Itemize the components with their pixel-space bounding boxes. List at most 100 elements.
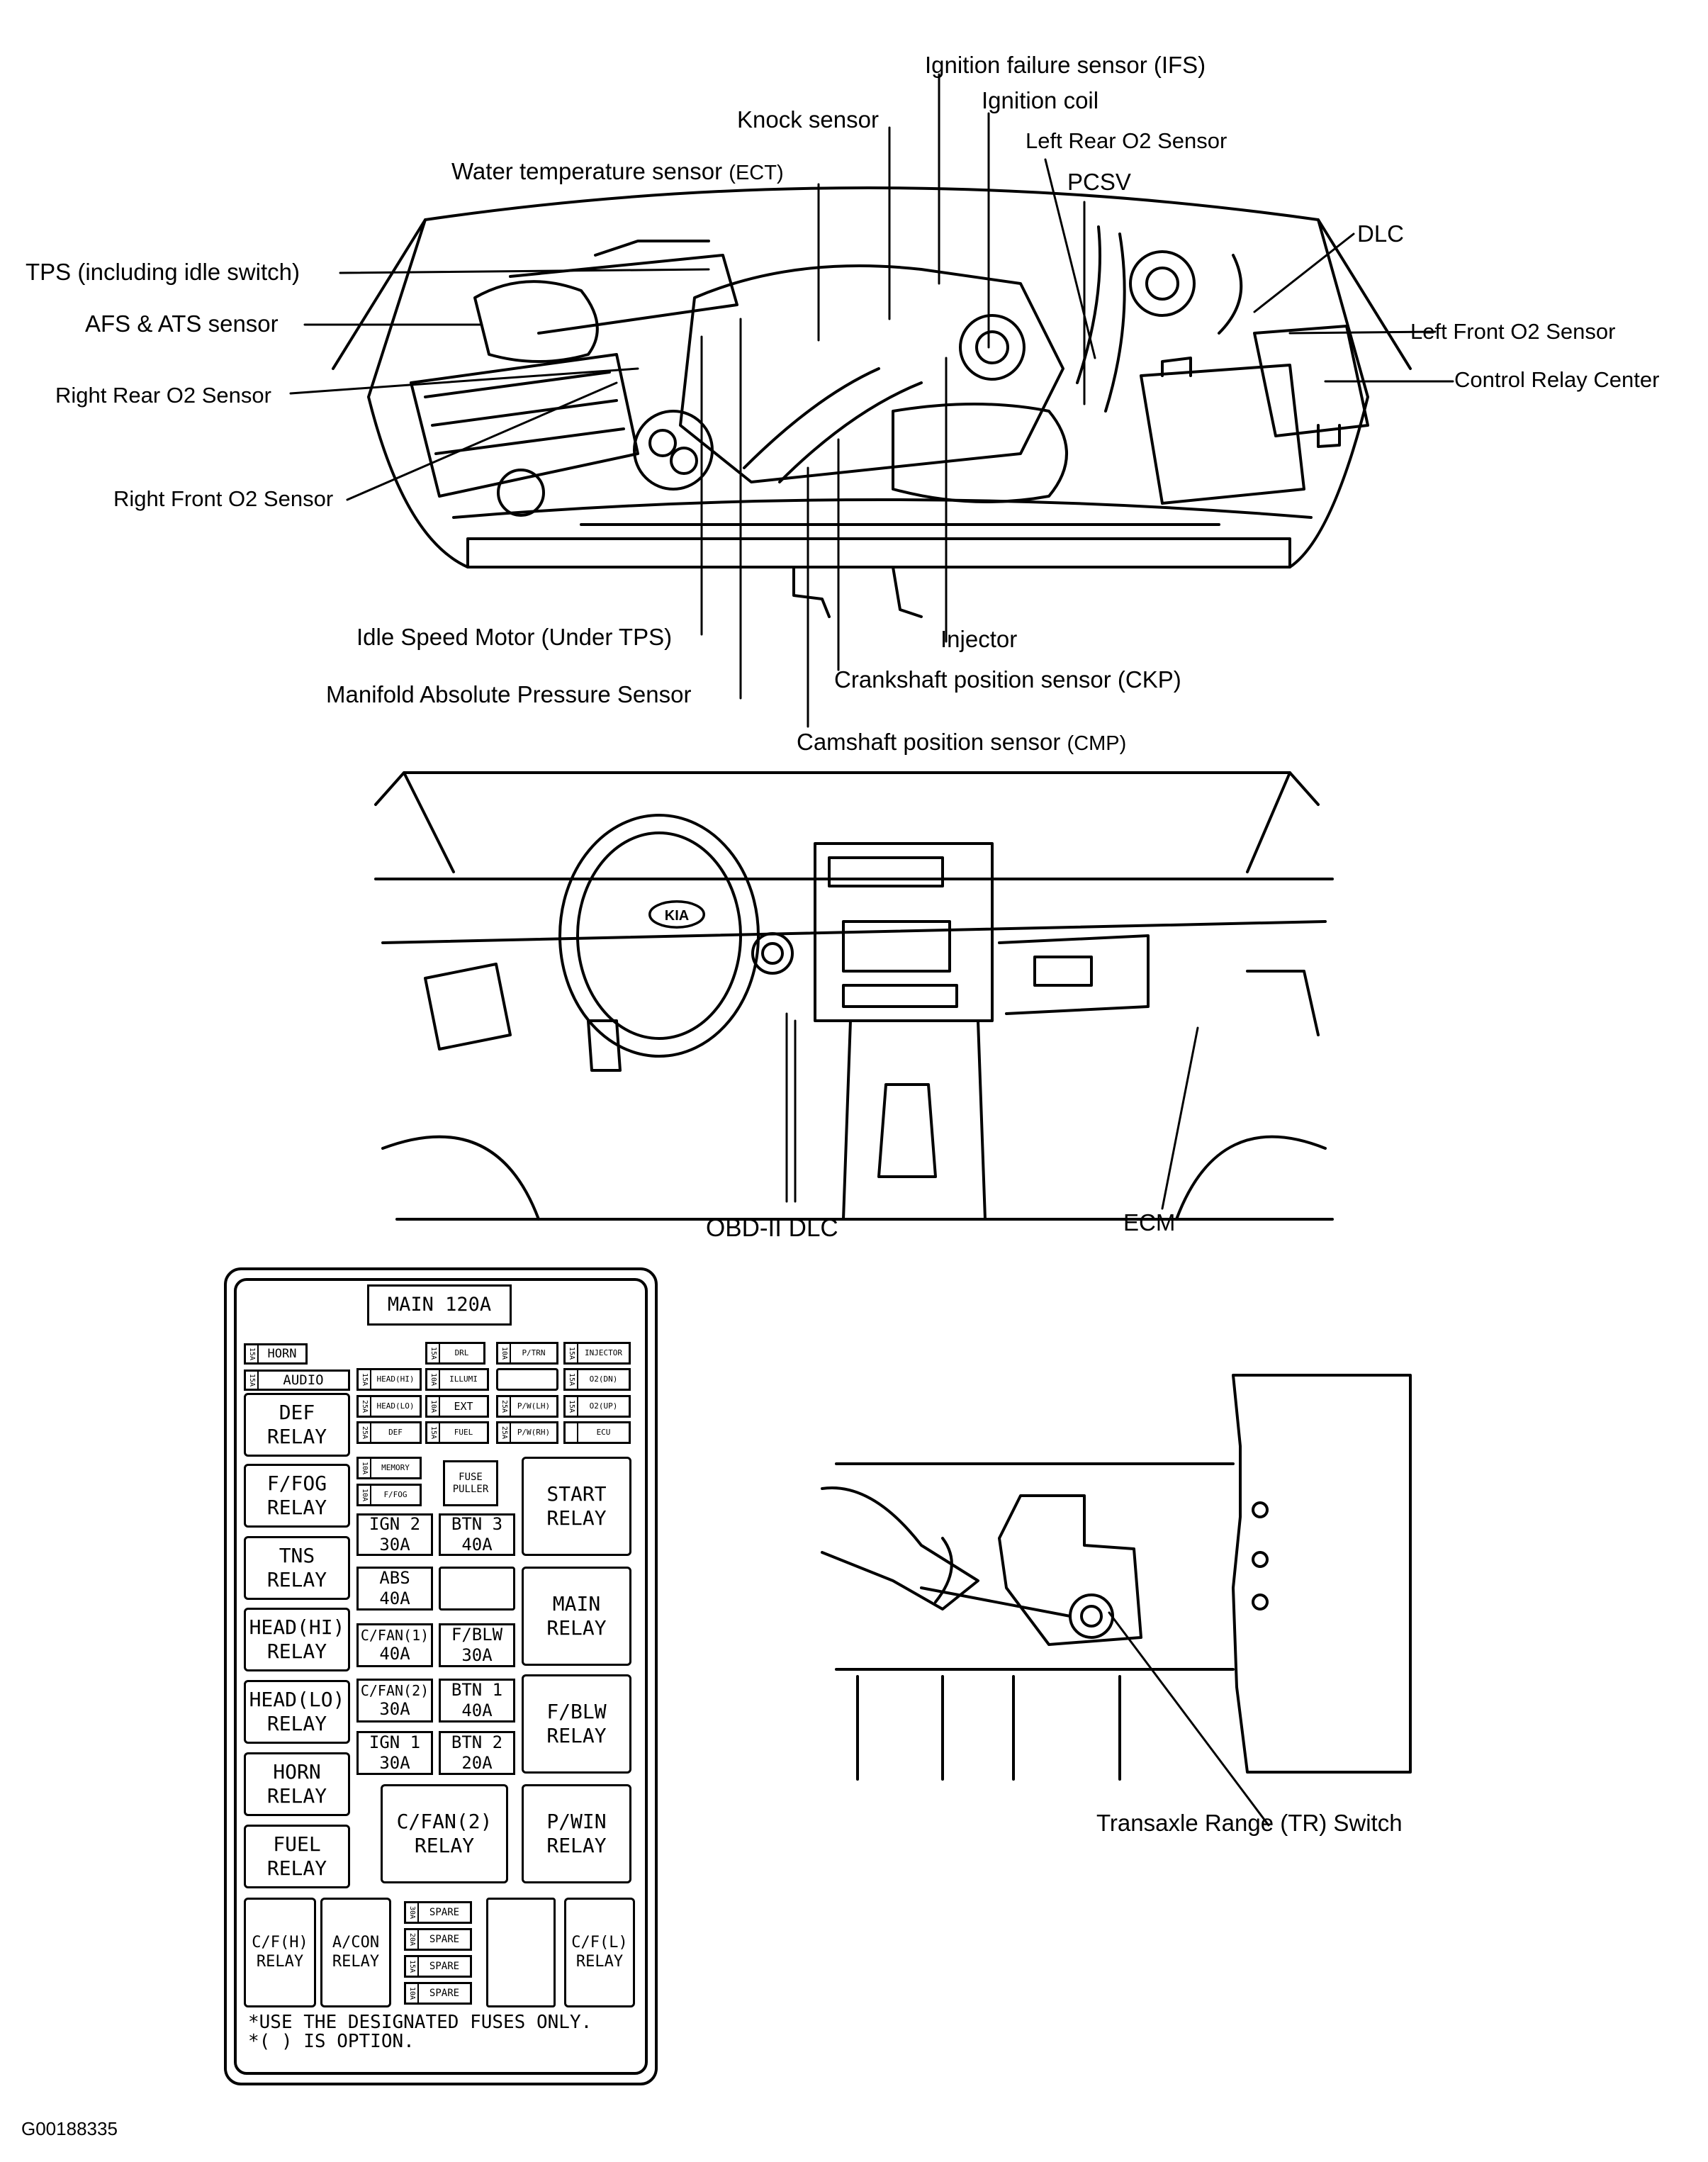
relay-main-type: RELAY: [546, 1616, 607, 1640]
minifuse-ffog-name: F/FOG: [383, 1490, 408, 1500]
minifuse-def-amp: 25A: [359, 1423, 371, 1442]
minifuse-blank: [496, 1368, 558, 1391]
fuse-puller-line2: PULLER: [452, 1483, 489, 1495]
minifuse-head-hi-name: HEAD(HI): [376, 1374, 415, 1384]
minifuse-audio-name: AUDIO: [283, 1372, 324, 1388]
minifuse-illumi-name: ILLUMI: [449, 1374, 478, 1384]
minifuse-ext-amp: 10A: [427, 1397, 440, 1416]
fuse-btn3-amp: 40A: [461, 1535, 493, 1555]
relay-tns-name: TNS: [279, 1544, 315, 1568]
label-ect: Water temperature sensor (ECT): [451, 159, 784, 184]
label-tps: TPS (including idle switch): [26, 259, 300, 285]
dash-leader-lines: [785, 1012, 1199, 1210]
relay-def-name: DEF: [279, 1401, 315, 1425]
fuse-btn1-name: BTN 1: [451, 1680, 503, 1701]
fuse-ign2-amp: 30A: [379, 1535, 410, 1555]
label-tr-switch: Transaxle Range (TR) Switch: [1096, 1810, 1403, 1836]
fuse-main-label: MAIN 120A: [387, 1293, 492, 1316]
figure-id: G00188335: [21, 2118, 118, 2139]
minifuse-pwrh-name: P/W(RH): [517, 1428, 551, 1438]
minifuse-ecu: ECU: [563, 1421, 631, 1444]
fuse-box-outline: [224, 1267, 658, 2085]
minifuse-injector-name: INJECTOR: [585, 1348, 622, 1358]
relay-ffog-name: F/FOG: [266, 1472, 327, 1496]
relay-acon-name: A/CON: [332, 1934, 380, 1952]
relay-head-hi: HEAD(HI)RELAY: [244, 1608, 350, 1671]
label-map-sensor: Manifold Absolute Pressure Sensor: [326, 681, 692, 707]
relay-cfh: C/F(H)RELAY: [244, 1898, 316, 2007]
label-knock-sensor: Knock sensor: [737, 106, 879, 133]
relay-head-lo: HEAD(LO)RELAY: [244, 1680, 350, 1744]
fuse-cfan2: C/FAN(2)30A: [356, 1679, 433, 1723]
relay-pwin-type: RELAY: [546, 1834, 607, 1857]
label-right-rear-o2: Right Rear O2 Sensor: [55, 383, 271, 408]
relay-horn-type: RELAY: [266, 1784, 327, 1808]
relay-cfh-name: C/F(H): [252, 1934, 308, 1952]
label-control-relay-center: Control Relay Center: [1454, 367, 1660, 392]
minifuse-memory-name: MEMORY: [381, 1463, 410, 1473]
relay-start-name: START: [546, 1482, 607, 1506]
fuse-box-note: *USE THE DESIGNATED FUSES ONLY. *( ) IS …: [248, 2012, 592, 2052]
label-ecm: ECM: [1123, 1209, 1176, 1236]
fuse-btn2-amp: 20A: [461, 1753, 493, 1773]
fuse-puller-line1: FUSE: [459, 1471, 483, 1483]
engine-compartment-drawing: [332, 186, 1412, 618]
relay-head-hi-type: RELAY: [266, 1640, 327, 1663]
fuse-ign1-amp: 30A: [379, 1753, 410, 1773]
label-idle-speed-motor: Idle Speed Motor (Under TPS): [356, 624, 673, 650]
label-cmp-abbr: (CMP): [1067, 732, 1127, 755]
label-obd-dlc: OBD-II DLC: [706, 1214, 838, 1242]
fuse-btn3-name: BTN 3: [451, 1514, 503, 1535]
minifuse-pwrh-amp: 25A: [498, 1423, 511, 1442]
label-cmp: Camshaft position sensor (CMP): [797, 730, 1126, 754]
minifuse-fuel-name: FUEL: [454, 1428, 473, 1438]
minifuse-spare3-name: SPARE: [429, 1960, 460, 1972]
label-cmp-name: Camshaft position sensor: [797, 729, 1061, 755]
steering-logo: KIA: [665, 908, 689, 924]
minifuse-ecu-name: ECU: [596, 1428, 611, 1438]
minifuse-spare2-name: SPARE: [429, 1933, 460, 1945]
minifuse-ecu-amp: [566, 1423, 578, 1442]
minifuse-illumi-amp: 10A: [427, 1370, 440, 1389]
relay-start-type: RELAY: [546, 1506, 607, 1530]
relay-fuel-type: RELAY: [266, 1856, 327, 1880]
label-ect-name: Water temperature sensor: [451, 158, 723, 184]
fuse-blank-slot: [439, 1567, 515, 1611]
minifuse-o2up-amp: 15A: [566, 1397, 578, 1416]
minifuse-spare1-name: SPARE: [429, 1906, 460, 1918]
fuse-abs-name: ABS: [379, 1568, 410, 1589]
label-ifs: Ignition failure sensor (IFS): [925, 52, 1206, 78]
fuse-abs-amp: 40A: [379, 1589, 410, 1608]
dashboard-drawing: [374, 771, 1334, 1221]
fuse-note-line1: *USE THE DESIGNATED FUSES ONLY.: [248, 2012, 592, 2033]
minifuse-ffog-amp: 10A: [359, 1486, 371, 1504]
relay-cfan2-name: C/FAN(2): [396, 1810, 493, 1834]
engine-leader-lines: [289, 73, 1454, 728]
relay-cfl: C/F(L)RELAY: [564, 1898, 635, 2007]
relay-pwin-name: P/WIN: [546, 1810, 607, 1834]
relay-acon-type: RELAY: [332, 1952, 380, 1971]
relay-cfl-name: C/F(L): [571, 1934, 628, 1952]
relay-fblw-name: F/BLW: [546, 1700, 607, 1724]
fuse-main-120a: MAIN 120A: [367, 1284, 512, 1326]
relay-cfh-type: RELAY: [256, 1952, 304, 1971]
